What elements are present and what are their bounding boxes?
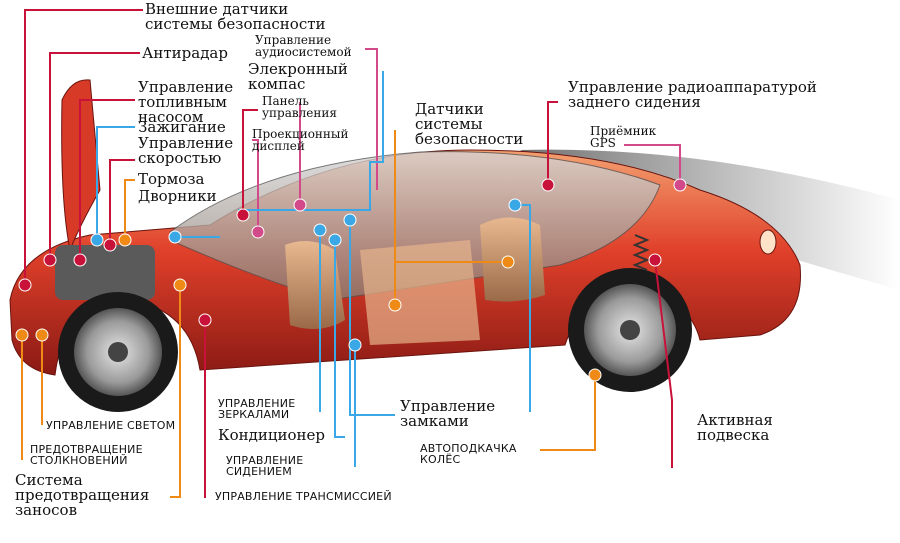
label-fuel-pump-control: Управление топливным насосом (138, 78, 234, 126)
rear-spring (632, 234, 650, 271)
label-rear-radio-control: Управление радиоаппаратурой заднего сиде… (568, 78, 817, 111)
engine-block (55, 245, 155, 300)
door-panel (360, 240, 480, 345)
label-external-sensors: Внешние датчики системы безопасности (145, 0, 326, 33)
label-collision-avoidance: ПРЕДОТВРАЩЕНИЕ СТОЛКНОВЕНИЙ (30, 443, 143, 467)
label-gps-receiver: Приёмник GPS (590, 124, 657, 150)
label-tire-autoinflation: АВТОПОДКАЧКА КОЛЁС (420, 442, 517, 466)
label-wipers: Дворники (138, 187, 217, 205)
label-mirror-control: УПРАВЛЕНИЕ ЗЕРКАЛАМИ (218, 397, 296, 421)
label-light-control: УПРАВЛЕНИЕ СВЕТОМ (46, 419, 176, 432)
label-brakes: Тормоза (138, 170, 205, 188)
front-seat (285, 241, 345, 329)
label-lock-control: Управление замками (400, 397, 496, 430)
label-air-conditioner: Кондиционер (218, 426, 326, 444)
label-skid-prevention: Система предотвращения заносов (15, 471, 150, 519)
label-seat-control: УПРАВЛЕНИЕ СИДЕНИЕМ (226, 454, 304, 478)
label-safety-sensors: Датчики системы безопасности (415, 100, 524, 148)
label-electronic-compass: Элекронный компас (248, 60, 348, 93)
label-transmission-control: УПРАВЛЕНИЕ ТРАНСМИССИЕЙ (215, 490, 392, 503)
label-speed-control: Управление скоростью (138, 134, 234, 167)
label-active-suspension: Активная подвеска (697, 411, 773, 444)
label-head-up-display: Проекционный дисплей (252, 127, 349, 153)
label-audio-control: Управление аудиосистемой (255, 33, 352, 59)
label-antiradar: Антирадар (142, 44, 228, 62)
rear-light (759, 229, 777, 255)
label-control-panel: Панель управления (262, 94, 337, 120)
label-ignition: Зажигание (138, 118, 226, 136)
